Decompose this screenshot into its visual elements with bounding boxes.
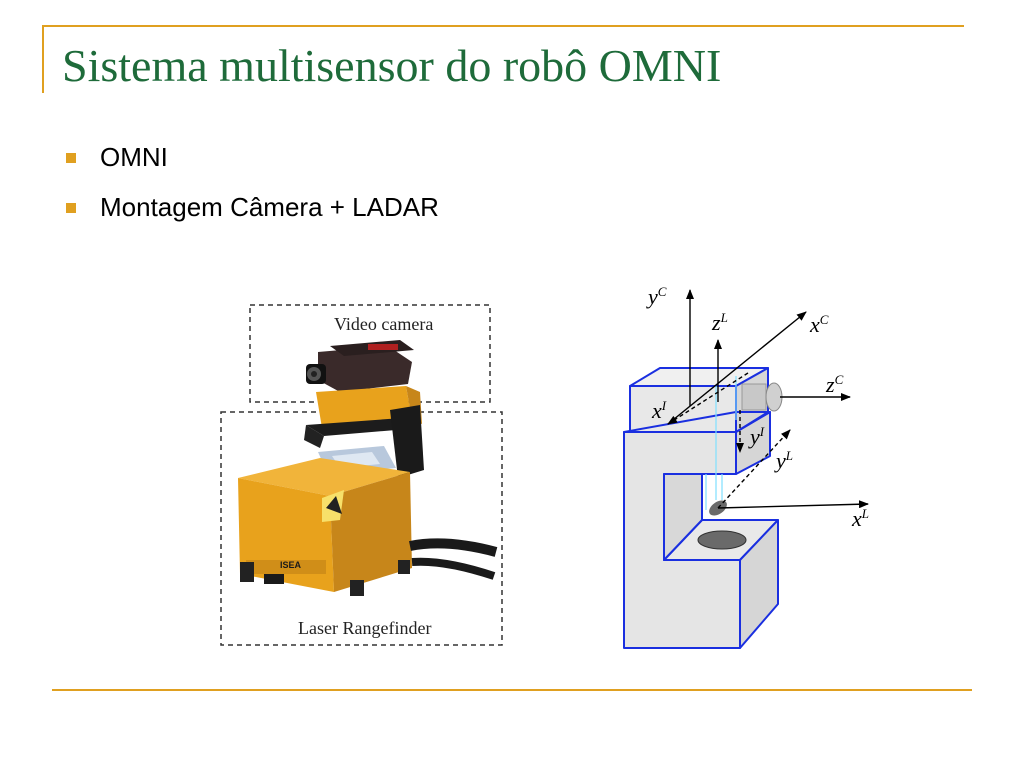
axis-xi <box>667 372 749 425</box>
camera-mount-block <box>316 386 412 428</box>
label-xi: xI <box>651 398 667 423</box>
bullet-item-montagem: Montagem Câmera + LADAR <box>64 192 439 222</box>
frame-left-line <box>42 25 44 93</box>
square-bullet-icon <box>66 153 76 163</box>
axis-yl <box>717 429 791 509</box>
axis-xc <box>667 311 807 425</box>
camera-dashed-box <box>249 304 491 403</box>
video-camera-image <box>306 340 414 392</box>
video-camera-label: Video camera <box>334 314 433 334</box>
label-xc: xC <box>809 312 829 337</box>
label-yi: yI <box>748 424 765 449</box>
label-zl: zL <box>711 310 728 335</box>
label-yl: yL <box>774 448 793 473</box>
slide-title: Sistema multisensor do robô OMNI <box>62 40 722 91</box>
sensor-photo: ISEA Video camera Laser Rangefinder <box>220 304 503 646</box>
frame-top-line <box>42 25 964 27</box>
laser-rangefinder-label: Laser Rangefinder <box>298 618 431 638</box>
coordinate-diagram: yC zL xC zC xI yI yL xL <box>623 284 869 649</box>
bullet-list: OMNI Montagem Câmera + LADAR <box>64 142 439 242</box>
scanner-bracket <box>304 405 424 478</box>
laser-rangefinder-image: ISEA <box>238 458 498 596</box>
square-bullet-icon <box>66 203 76 213</box>
label-xl: xL <box>851 506 869 531</box>
label-zc: zC <box>825 372 844 397</box>
lower-aperture <box>697 530 747 550</box>
bullet-text: OMNI <box>100 142 168 172</box>
frame-bottom-line <box>52 689 972 691</box>
bullet-text: Montagem Câmera + LADAR <box>100 192 439 222</box>
brand-label: ISEA <box>280 560 302 570</box>
rangefinder-dashed-box <box>220 411 503 646</box>
axis-xl <box>717 500 869 509</box>
label-yc: yC <box>646 284 667 309</box>
camera-lens-icon <box>741 382 783 412</box>
bullet-item-omni: OMNI <box>64 142 439 172</box>
